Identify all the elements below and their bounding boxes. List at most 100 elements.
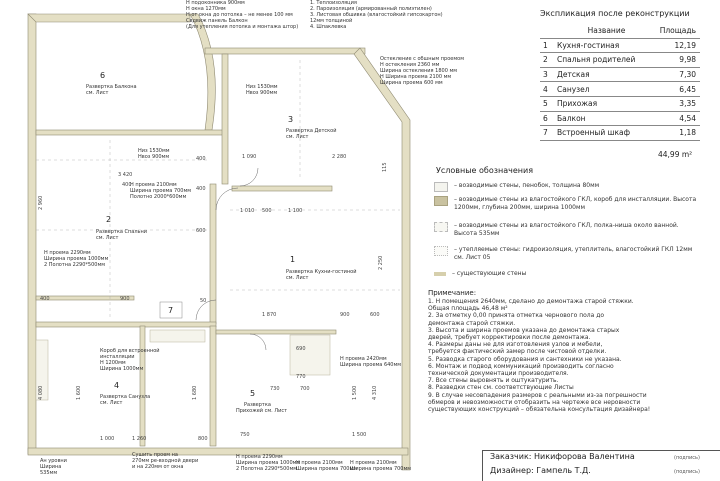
- note-line: Н проема 2100мм: [130, 182, 177, 188]
- room-sub: см. Лист: [100, 400, 122, 406]
- wall: [35, 321, 217, 328]
- row-number: 2: [540, 52, 557, 68]
- row-area: 3,35: [656, 96, 700, 112]
- table-row: 5 Прихожая 3,35: [540, 96, 700, 112]
- room-7-box: [159, 301, 183, 319]
- dimension: 400: [40, 296, 50, 302]
- room-label: Развертка Санузла: [100, 394, 150, 400]
- legend-swatch: [434, 182, 448, 192]
- dimension: 50: [200, 298, 206, 304]
- top-window-note: Н подоконника 900мм Н окна 1270мм Н от о…: [186, 0, 298, 30]
- note-line: 9. В случае несовпадения размеров с реал…: [428, 391, 647, 399]
- dimension: 1 260: [132, 436, 146, 442]
- table-header: Название Площадь: [540, 24, 700, 39]
- dimension: 4 080: [38, 386, 44, 400]
- designer-label: Дизайнер: Гампель Т.Д.: [490, 466, 591, 475]
- legend-text: – возводимые стены из влагостойкого ГКЛ,…: [454, 196, 697, 211]
- shelf-note: Ан уровни Ширина 535мм: [40, 458, 67, 476]
- table-row: 1 Кухня-гостиная 12,19: [540, 38, 700, 54]
- row-number: 3: [540, 67, 557, 83]
- signature-field: (подпись): [674, 455, 700, 461]
- note-line: Н 1200мм: [100, 360, 126, 366]
- note-line: 8. Разведки стен см. соответствующие Лис…: [428, 384, 574, 392]
- room-label: Развертка Детской: [286, 127, 337, 134]
- note-line: 2 Полотна 2290*500мм: [44, 262, 105, 268]
- note-line: 12мм толщиной: [310, 18, 353, 24]
- note-line: технической документации производителя.: [428, 370, 569, 378]
- wall: [149, 329, 206, 343]
- note-line: 535мм: [40, 470, 58, 476]
- note-line: Нвоз 900мм: [138, 154, 170, 160]
- table-row: 4 Санузел 6,45: [540, 81, 700, 97]
- wall: [27, 447, 409, 456]
- note-line: Н окна 1270мм: [186, 6, 226, 12]
- note-line: существующих конструкций – обязательна к…: [428, 406, 651, 414]
- room-label: Развертка Спальни: [96, 229, 147, 235]
- dimension: 700: [300, 386, 310, 392]
- dimension: 500: [262, 208, 272, 214]
- legend-swatch: [434, 272, 446, 276]
- row-number: 1: [540, 38, 557, 54]
- row-area: 4,54: [656, 111, 700, 127]
- bedroom-door-note: Н проема 2290мм Ширина проема 1000мм 2 П…: [44, 250, 108, 268]
- dimension: 900: [340, 312, 350, 318]
- note-line: Сушить проем на: [132, 452, 178, 458]
- row-number: 4: [540, 81, 557, 97]
- note-line: Свдвиж панель Балкон: [186, 18, 248, 24]
- row-name: Детская: [557, 67, 656, 83]
- insulation-note: 1. Теплоизоляция 2. Пароизоляция (армиро…: [310, 0, 443, 30]
- door-swing: [195, 299, 217, 321]
- explication-table: Название Площадь 1 Кухня-гостиная 12,19 …: [540, 24, 700, 141]
- room-sub: Прихожей см. Лист: [236, 407, 287, 414]
- row-name: Спальня родителей: [557, 52, 656, 68]
- note-line: Ширина остекления 1800 мм: [380, 68, 458, 74]
- legend-text: – возводимые стены из влагостойкого ГКЛ,…: [454, 222, 679, 237]
- room-6: 6 Развертка Балкона см. Лист: [86, 71, 137, 96]
- room-label: Развертка: [244, 402, 271, 408]
- row-name: Прихожая: [557, 96, 656, 112]
- title-block: [482, 450, 720, 481]
- room-sub: см. Лист: [96, 235, 118, 241]
- passage-note: Н проема 2100мм Ширина проема 700мм Поло…: [130, 182, 191, 200]
- legend-text: – утепляемые стены: гидроизоляция, утепл…: [454, 246, 693, 261]
- room-sub: см. Лист: [286, 275, 308, 281]
- dimension: 1 090: [242, 154, 256, 160]
- installation-box-note: Короб для встроенной инсталляции Н 1200м…: [100, 348, 160, 372]
- dimension: 1 010: [240, 208, 254, 214]
- note-line: Низ 1530мм: [138, 148, 170, 154]
- room-2: 2 Развертка Спальни см. Лист: [96, 215, 147, 241]
- row-name: Санузел: [557, 81, 656, 97]
- note-line: Н остекления 2360 мм: [380, 62, 440, 68]
- bathroom-door-note: Н проема 2420мм Ширина проема 640мм: [340, 356, 401, 368]
- note-line: Н подоконника 900мм: [186, 0, 245, 6]
- wall: [139, 325, 146, 447]
- header-cell: [540, 24, 557, 39]
- note-line: 2 Полотна 2290*500мм: [236, 466, 297, 472]
- note-line: 2. За отметку 0,00 принята отметка черно…: [428, 312, 605, 320]
- niche-note-2: Низ 1530мм Нвоз 900мм: [246, 84, 278, 96]
- dimension: 690: [296, 346, 306, 352]
- door-note-bottom-3: Н проема 2100мм Ширина проема 700мм: [350, 460, 411, 472]
- note-line: 2. Пароизоляция (армированный полиэтилен…: [310, 6, 432, 12]
- dimension: 2 960: [38, 196, 44, 210]
- dimension: 1 100: [288, 208, 302, 214]
- dimension: 1 500: [352, 432, 366, 438]
- row-area: 12,19: [656, 38, 700, 54]
- dimension: 770: [296, 374, 306, 380]
- dimension: 730: [270, 386, 280, 392]
- note-line: Ширина проема 700мм: [130, 188, 192, 194]
- entrance-note: Сушить проем на 270мм ре-входной двери и…: [132, 452, 198, 470]
- room-5: 5 Развертка Прихожей см. Лист: [236, 389, 287, 414]
- legend-item: – утепляемые стены: гидроизоляция, утепл…: [434, 246, 704, 262]
- light-walls: [35, 329, 331, 401]
- wall: [35, 295, 135, 301]
- notes-title: Примечание:: [428, 289, 477, 297]
- dimension: 900: [120, 296, 130, 302]
- note-line: Остекление с обшным проемом: [380, 56, 464, 62]
- note-line: 4. Размеры даны не для изготовления узло…: [428, 341, 603, 349]
- room-number: 6: [100, 71, 105, 80]
- note-line: 3. Высота и ширина проемов указана до де…: [428, 326, 620, 334]
- header-area: Площадь: [656, 24, 700, 39]
- note-line: Ширина 1000мм: [100, 366, 144, 372]
- explication-title: Экспликация после реконструкции: [540, 9, 690, 18]
